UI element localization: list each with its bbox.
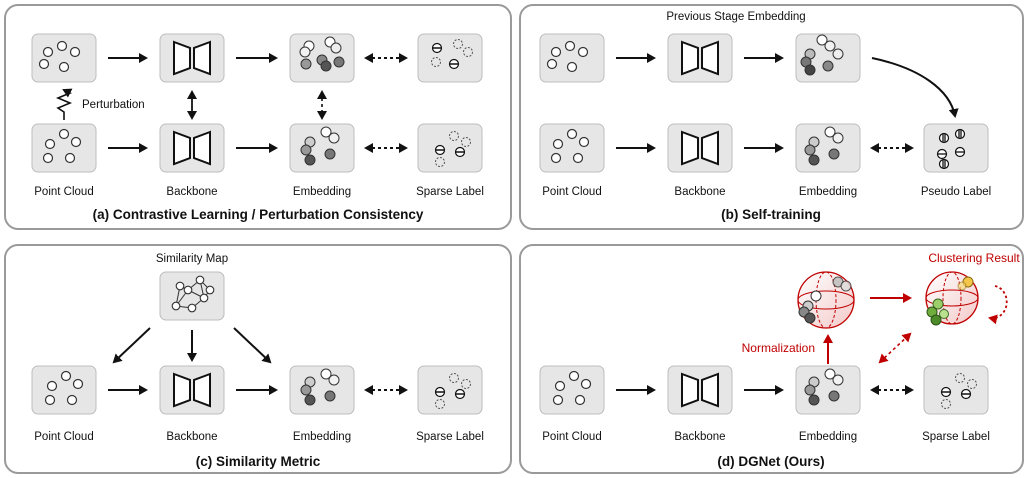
- panel-similarity-metric: [4, 244, 512, 474]
- backbone-icon: [667, 33, 733, 83]
- panel-d-content: Normalization Clustering Result: [539, 251, 1020, 469]
- panel-caption: (b) Self-training: [721, 207, 821, 222]
- point-cloud-box: [31, 123, 97, 173]
- panel-dgnet: [519, 244, 1024, 474]
- panel-c-content: Similarity Map: [31, 253, 484, 469]
- backbone-label: Backbone: [166, 431, 217, 443]
- backbone-label: Backbone: [674, 431, 725, 443]
- similarity-map-label: Similarity Map: [156, 253, 228, 265]
- panel-b-content: Previous Stage Embedding: [539, 11, 991, 222]
- panel-caption: (c) Similarity Metric: [196, 454, 321, 469]
- point-cloud-label: Point Cloud: [542, 431, 601, 443]
- embedding-box: [795, 365, 861, 415]
- previous-stage-label: Previous Stage Embedding: [666, 11, 805, 23]
- backbone-icon: [159, 123, 225, 173]
- embedding-box: [289, 33, 355, 83]
- embedding-box: [795, 123, 861, 173]
- point-cloud-box: [539, 365, 605, 415]
- sparse-label-box: [417, 365, 483, 415]
- sparse-label-box: [417, 123, 483, 173]
- embedding-label: Embedding: [293, 186, 351, 198]
- backbone-label: Backbone: [674, 186, 725, 198]
- embedding-label: Embedding: [293, 431, 351, 443]
- panel-caption: (a) Contrastive Learning / Perturbation …: [93, 207, 424, 222]
- normalization-label: Normalization: [742, 341, 815, 355]
- backbone-label: Backbone: [166, 186, 217, 198]
- similarity-map-box: [159, 271, 225, 321]
- sparse-label-label: Sparse Label: [922, 431, 990, 443]
- backbone-icon: [159, 33, 225, 83]
- embedding-box: [795, 33, 861, 83]
- sparse-label-label: Sparse Label: [416, 186, 484, 198]
- sparse-label-label: Sparse Label: [416, 431, 484, 443]
- normalized-sphere: [797, 271, 855, 329]
- point-cloud-label: Point Cloud: [34, 431, 93, 443]
- point-cloud-box: [31, 33, 97, 83]
- embedding-label: Embedding: [799, 186, 857, 198]
- panel-caption: (d) DGNet (Ours): [717, 454, 824, 469]
- pseudo-label-box: [923, 123, 989, 173]
- embedding-label: Embedding: [799, 431, 857, 443]
- point-cloud-box: [539, 123, 605, 173]
- embedding-box: [289, 123, 355, 173]
- sparse-label-box: [417, 33, 483, 83]
- pseudo-label-label: Pseudo Label: [921, 186, 991, 198]
- panel-a-content: Perturbation: [31, 33, 484, 222]
- point-cloud-box: [539, 33, 605, 83]
- panel-self-training: [519, 4, 1024, 230]
- backbone-icon: [159, 365, 225, 415]
- perturbation-arrow: [55, 88, 73, 120]
- cluster-loop-arrow: [988, 285, 1008, 325]
- embedding-box: [289, 365, 355, 415]
- panel-contrastive-learning: [4, 4, 512, 230]
- perturbation-label: Perturbation: [82, 99, 145, 111]
- point-cloud-label: Point Cloud: [34, 186, 93, 198]
- backbone-icon: [667, 123, 733, 173]
- clustering-result-label: Clustering Result: [928, 251, 1020, 265]
- backbone-icon: [667, 365, 733, 415]
- point-cloud-label: Point Cloud: [542, 186, 601, 198]
- sparse-label-box: [923, 365, 989, 415]
- point-cloud-box: [31, 365, 97, 415]
- clustered-sphere: [925, 271, 979, 326]
